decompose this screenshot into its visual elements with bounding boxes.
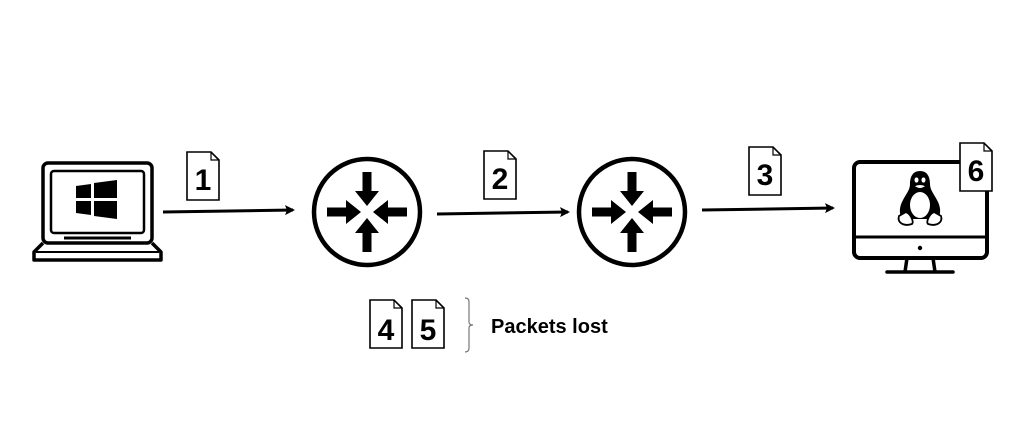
windows-laptop-icon [32, 161, 163, 262]
arrow-client-to-router1 [162, 205, 295, 216]
windows-logo-icon [76, 180, 117, 219]
packet-6: 6 [959, 142, 993, 192]
packets-lost-label: Packets lost [491, 316, 608, 338]
packet-number: 3 [757, 159, 774, 192]
linux-desktop-icon [852, 160, 989, 274]
packet-1: 1 [186, 151, 220, 201]
packet-2: 2 [483, 150, 517, 200]
arrow-router1-to-router2 [436, 207, 570, 218]
packet-number: 5 [420, 314, 437, 347]
brace [464, 297, 474, 353]
arrow-router2-to-server [701, 203, 835, 214]
packet-number: 2 [492, 163, 509, 196]
packet-4: 4 [369, 299, 403, 349]
router-icon [311, 156, 423, 268]
packet-number: 1 [195, 164, 212, 197]
tux-penguin-icon [897, 171, 943, 226]
packet-number: 6 [968, 155, 985, 188]
packet-number: 4 [378, 314, 395, 347]
router-icon [576, 156, 688, 268]
packet-5: 5 [411, 299, 445, 349]
packet-3: 3 [748, 146, 782, 196]
